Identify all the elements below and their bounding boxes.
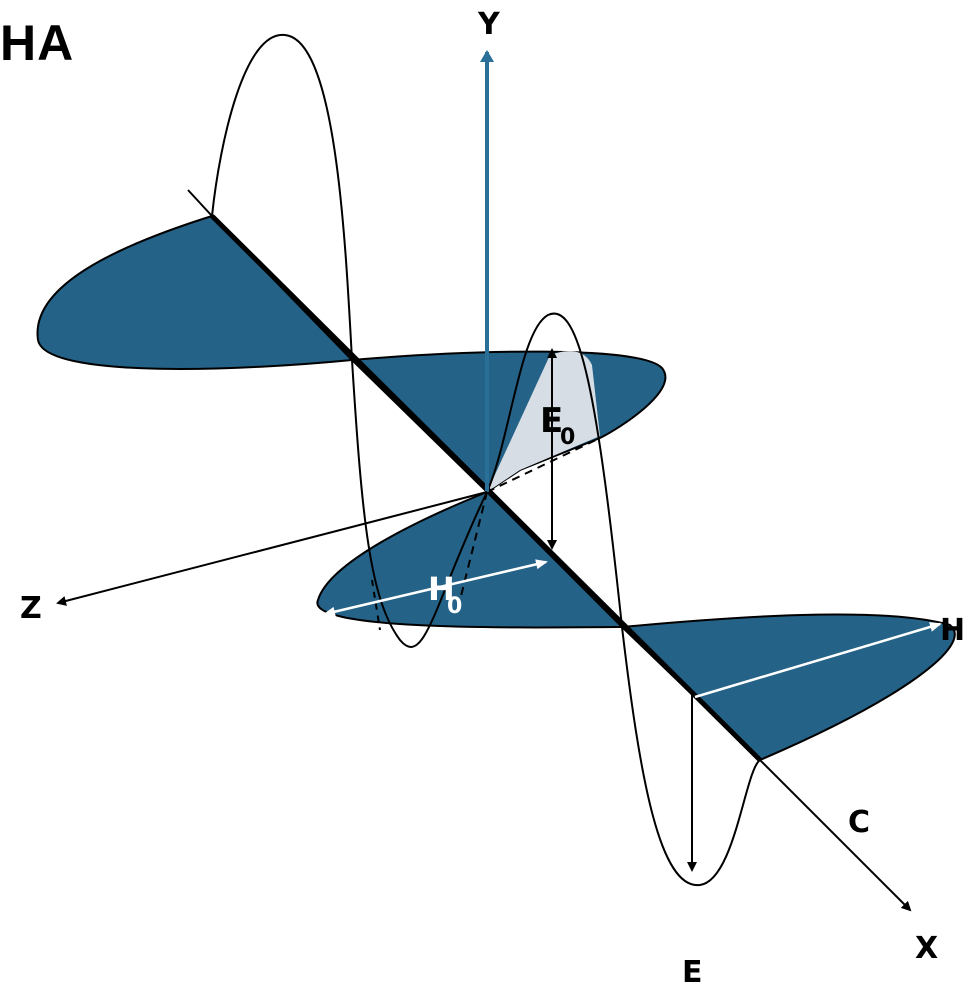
h-lobe-lower-left [316,490,625,629]
x-axis-label: X [915,931,938,966]
y-axis-label: Y [477,7,501,42]
h-lobe-lower-right [619,613,956,762]
dashed-line-2 [459,491,488,601]
page-title: НА [0,15,75,71]
x-axis [759,759,912,912]
h-wave-label: H [940,613,965,648]
z-axis-label: Z [20,591,42,626]
h-lobe-upper-left [36,214,355,370]
e0-highlight-region [487,351,600,492]
h0-arrow [323,559,548,617]
z-axis [56,491,488,606]
dashed-line-1 [486,437,601,493]
e0-label-sub: 0 [560,425,575,450]
h0-label-sub: 0 [447,594,462,619]
e-wave-tail [187,189,213,217]
h0-label-main: H [428,570,455,608]
velocity-label: C [848,805,870,840]
h-amplitude-arrow [694,622,942,699]
e-wave-curve [211,33,761,887]
e-wave-label: E [682,955,703,990]
e0-label-main: E [540,401,563,441]
